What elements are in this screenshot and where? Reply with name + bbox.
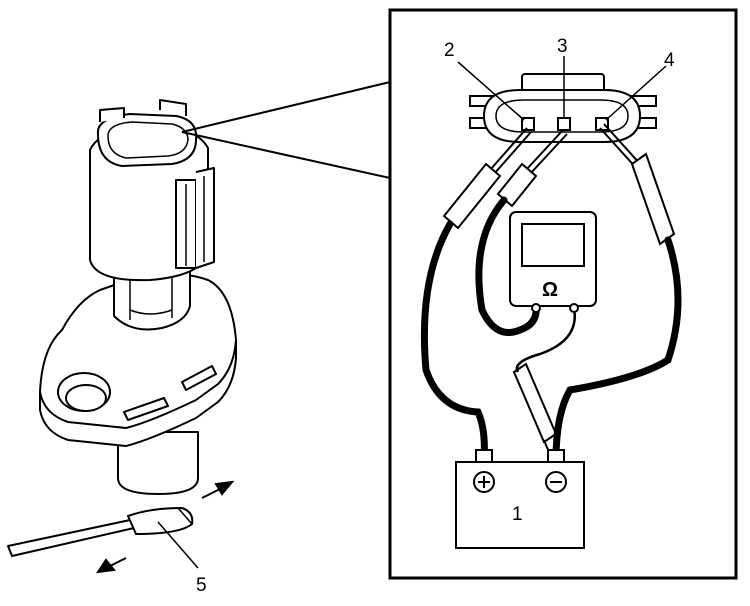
callout-5: 5 (196, 575, 207, 596)
mounting-hole-inner (65, 384, 107, 412)
lead-meter-left (475, 196, 540, 336)
flange-slot (123, 397, 169, 421)
zoom-lines (181, 81, 391, 179)
probe-right (630, 152, 676, 246)
flange-slot (181, 365, 217, 391)
callout-3: 3 (557, 36, 568, 57)
ohmmeter-jack-left (531, 303, 541, 313)
ohmmeter-jack-right (569, 303, 579, 313)
lead-right (552, 236, 682, 464)
arrow-head-up-right (214, 480, 235, 496)
test-leads (420, 196, 682, 464)
detail-panel: 2 3 4 (388, 8, 738, 580)
terminal-2 (521, 117, 535, 131)
callout-1: 1 (512, 504, 523, 525)
probe-center (496, 162, 538, 208)
probe-left (442, 162, 502, 230)
callout-2: 2 (444, 40, 455, 61)
screwdriver-shaft (7, 519, 135, 557)
arrow-head-down-left (95, 558, 116, 574)
lead-meter-right (515, 307, 577, 373)
connector-face (469, 73, 657, 143)
ohmmeter-screen (521, 223, 585, 267)
plus-icon (473, 471, 495, 493)
terminal-3 (557, 117, 571, 131)
callout-4: 4 (664, 50, 675, 71)
battery-post-negative (547, 449, 565, 463)
crankshaft-position-sensor (39, 99, 237, 495)
ohmmeter (509, 211, 597, 313)
battery-post-positive (475, 449, 493, 463)
battery (455, 449, 585, 549)
arrow-icon (95, 480, 235, 574)
screwdriver-blade (127, 507, 194, 535)
screwdriver (7, 507, 194, 557)
sensor-body (117, 431, 199, 495)
callout-leaders (457, 56, 667, 121)
minus-icon (545, 471, 567, 493)
test-probes (442, 123, 676, 444)
connector-opening (96, 113, 198, 167)
callout-leader-5 (157, 521, 199, 569)
ohm-symbol: Ω (542, 279, 558, 301)
lead-left (420, 220, 488, 464)
